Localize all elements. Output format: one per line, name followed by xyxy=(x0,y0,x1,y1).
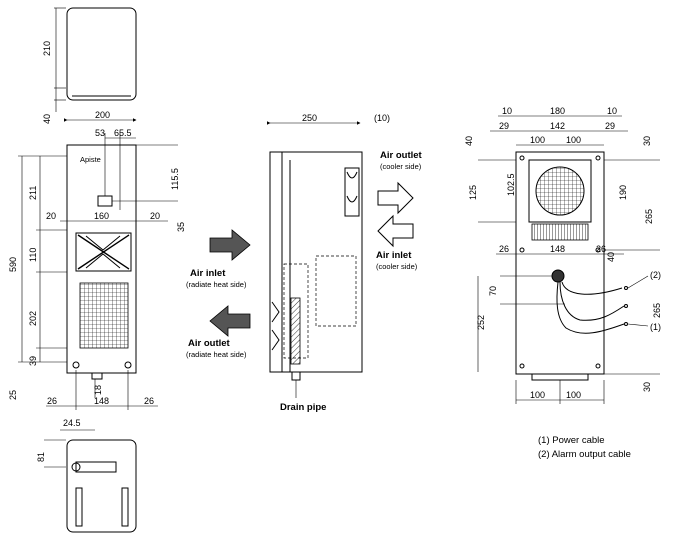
air-outlet-sub: (cooler side) xyxy=(380,162,422,171)
dim-65-5: 65.5 xyxy=(114,128,132,138)
dim-26-left: 26 xyxy=(499,244,509,254)
dim-26-left: 26 xyxy=(47,396,57,406)
rear-view: 10 180 10 29 142 29 100 100 40 30 102.5 … xyxy=(464,106,662,404)
dim-18: 18 xyxy=(93,385,103,395)
dim-252: 252 xyxy=(476,315,486,330)
dim-180: 180 xyxy=(550,106,565,116)
dim-39: 39 xyxy=(28,356,38,366)
dim-115-5: 115.5 xyxy=(170,168,180,190)
air-inlet-left-sub: (radiate heat side) xyxy=(186,280,247,289)
dim-81: 81 xyxy=(36,452,46,462)
callout-1: (1) xyxy=(650,322,661,332)
dim-142: 142 xyxy=(550,121,565,131)
air-inlet-right-sub: (cooler side) xyxy=(376,262,418,271)
dim-102-5: 102.5 xyxy=(506,173,516,196)
dim-10-right: 10 xyxy=(607,106,617,116)
dim-top-210: 210 xyxy=(42,41,52,56)
dim-265-b: 265 xyxy=(652,303,662,318)
air-inlet-right-label: Air inlet xyxy=(376,250,412,261)
rear-fan xyxy=(535,166,585,216)
dim-590: 590 xyxy=(8,257,18,272)
dim-top-40: 40 xyxy=(42,114,52,124)
air-inlet-right-arrow xyxy=(377,214,414,248)
dim-29-right: 29 xyxy=(605,121,615,131)
bottom-view-outline xyxy=(66,439,137,533)
dim-100-a: 100 xyxy=(530,135,545,145)
dim-24-5: 24.5 xyxy=(63,418,81,428)
dim-40: 40 xyxy=(464,136,474,146)
dim-30-bottom: 30 xyxy=(642,382,652,392)
side-view: 250 (10) Drain pipe Air outlet (cooler s… xyxy=(186,113,423,413)
front-view: 210 40 Apiste 200 53 65.5 115.5 590 xyxy=(8,7,186,533)
legend-alarm-cable: (2) Alarm output cable xyxy=(538,449,631,460)
brand-label: Apiste xyxy=(80,155,101,164)
front-grille xyxy=(79,282,129,349)
air-inlet-left-arrow[interactable] xyxy=(209,229,251,261)
dim-148: 148 xyxy=(94,396,109,406)
air-outlet-left-label: Air outlet xyxy=(188,338,231,349)
dim-125: 125 xyxy=(468,185,478,200)
cable-legend: (1) Power cable (2) Alarm output cable xyxy=(538,434,631,462)
drain-pipe-label: Drain pipe xyxy=(280,402,326,413)
dim-53: 53 xyxy=(95,128,105,138)
dim-26-right: 26 xyxy=(144,396,154,406)
cable-gland xyxy=(551,269,565,283)
dim-29-left: 29 xyxy=(499,121,509,131)
dim-20-left: 20 xyxy=(46,211,56,221)
dim-202: 202 xyxy=(28,311,38,326)
air-outlet-arrow xyxy=(377,181,414,215)
dim-100-d: 100 xyxy=(566,390,581,400)
dim-200: 200 xyxy=(95,110,110,120)
callout-2: (2) xyxy=(650,270,661,280)
dim-30-top: 30 xyxy=(642,136,652,146)
dim-160: 160 xyxy=(94,211,109,221)
dim-20-right: 20 xyxy=(150,211,160,221)
dim-211: 211 xyxy=(28,186,38,200)
dim-265-a: 265 xyxy=(644,209,654,224)
top-view-outline xyxy=(66,7,137,101)
dim-40-b: 40 xyxy=(606,252,616,262)
dim-148: 148 xyxy=(550,244,565,254)
side-view-outline xyxy=(269,151,363,373)
dim-100-b: 100 xyxy=(566,135,581,145)
dim-190: 190 xyxy=(618,185,628,200)
air-outlet-left-arrow xyxy=(209,305,251,337)
dim-100-c: 100 xyxy=(530,390,545,400)
dim-110: 110 xyxy=(28,248,38,262)
dim-250: 250 xyxy=(302,113,317,123)
air-outlet-left-sub: (radiate heat side) xyxy=(186,350,247,359)
dim-26-right: 26 xyxy=(596,244,606,254)
legend-power-cable: (1) Power cable xyxy=(538,435,605,446)
dim-10-left: 10 xyxy=(502,106,512,116)
dim-35: 35 xyxy=(176,222,186,232)
air-outlet-label: Air outlet xyxy=(380,150,423,161)
dim-70: 70 xyxy=(488,286,498,296)
dim-10-paren: (10) xyxy=(374,113,390,123)
air-inlet-left-label: Air inlet xyxy=(190,268,226,279)
dim-25: 25 xyxy=(8,390,18,400)
